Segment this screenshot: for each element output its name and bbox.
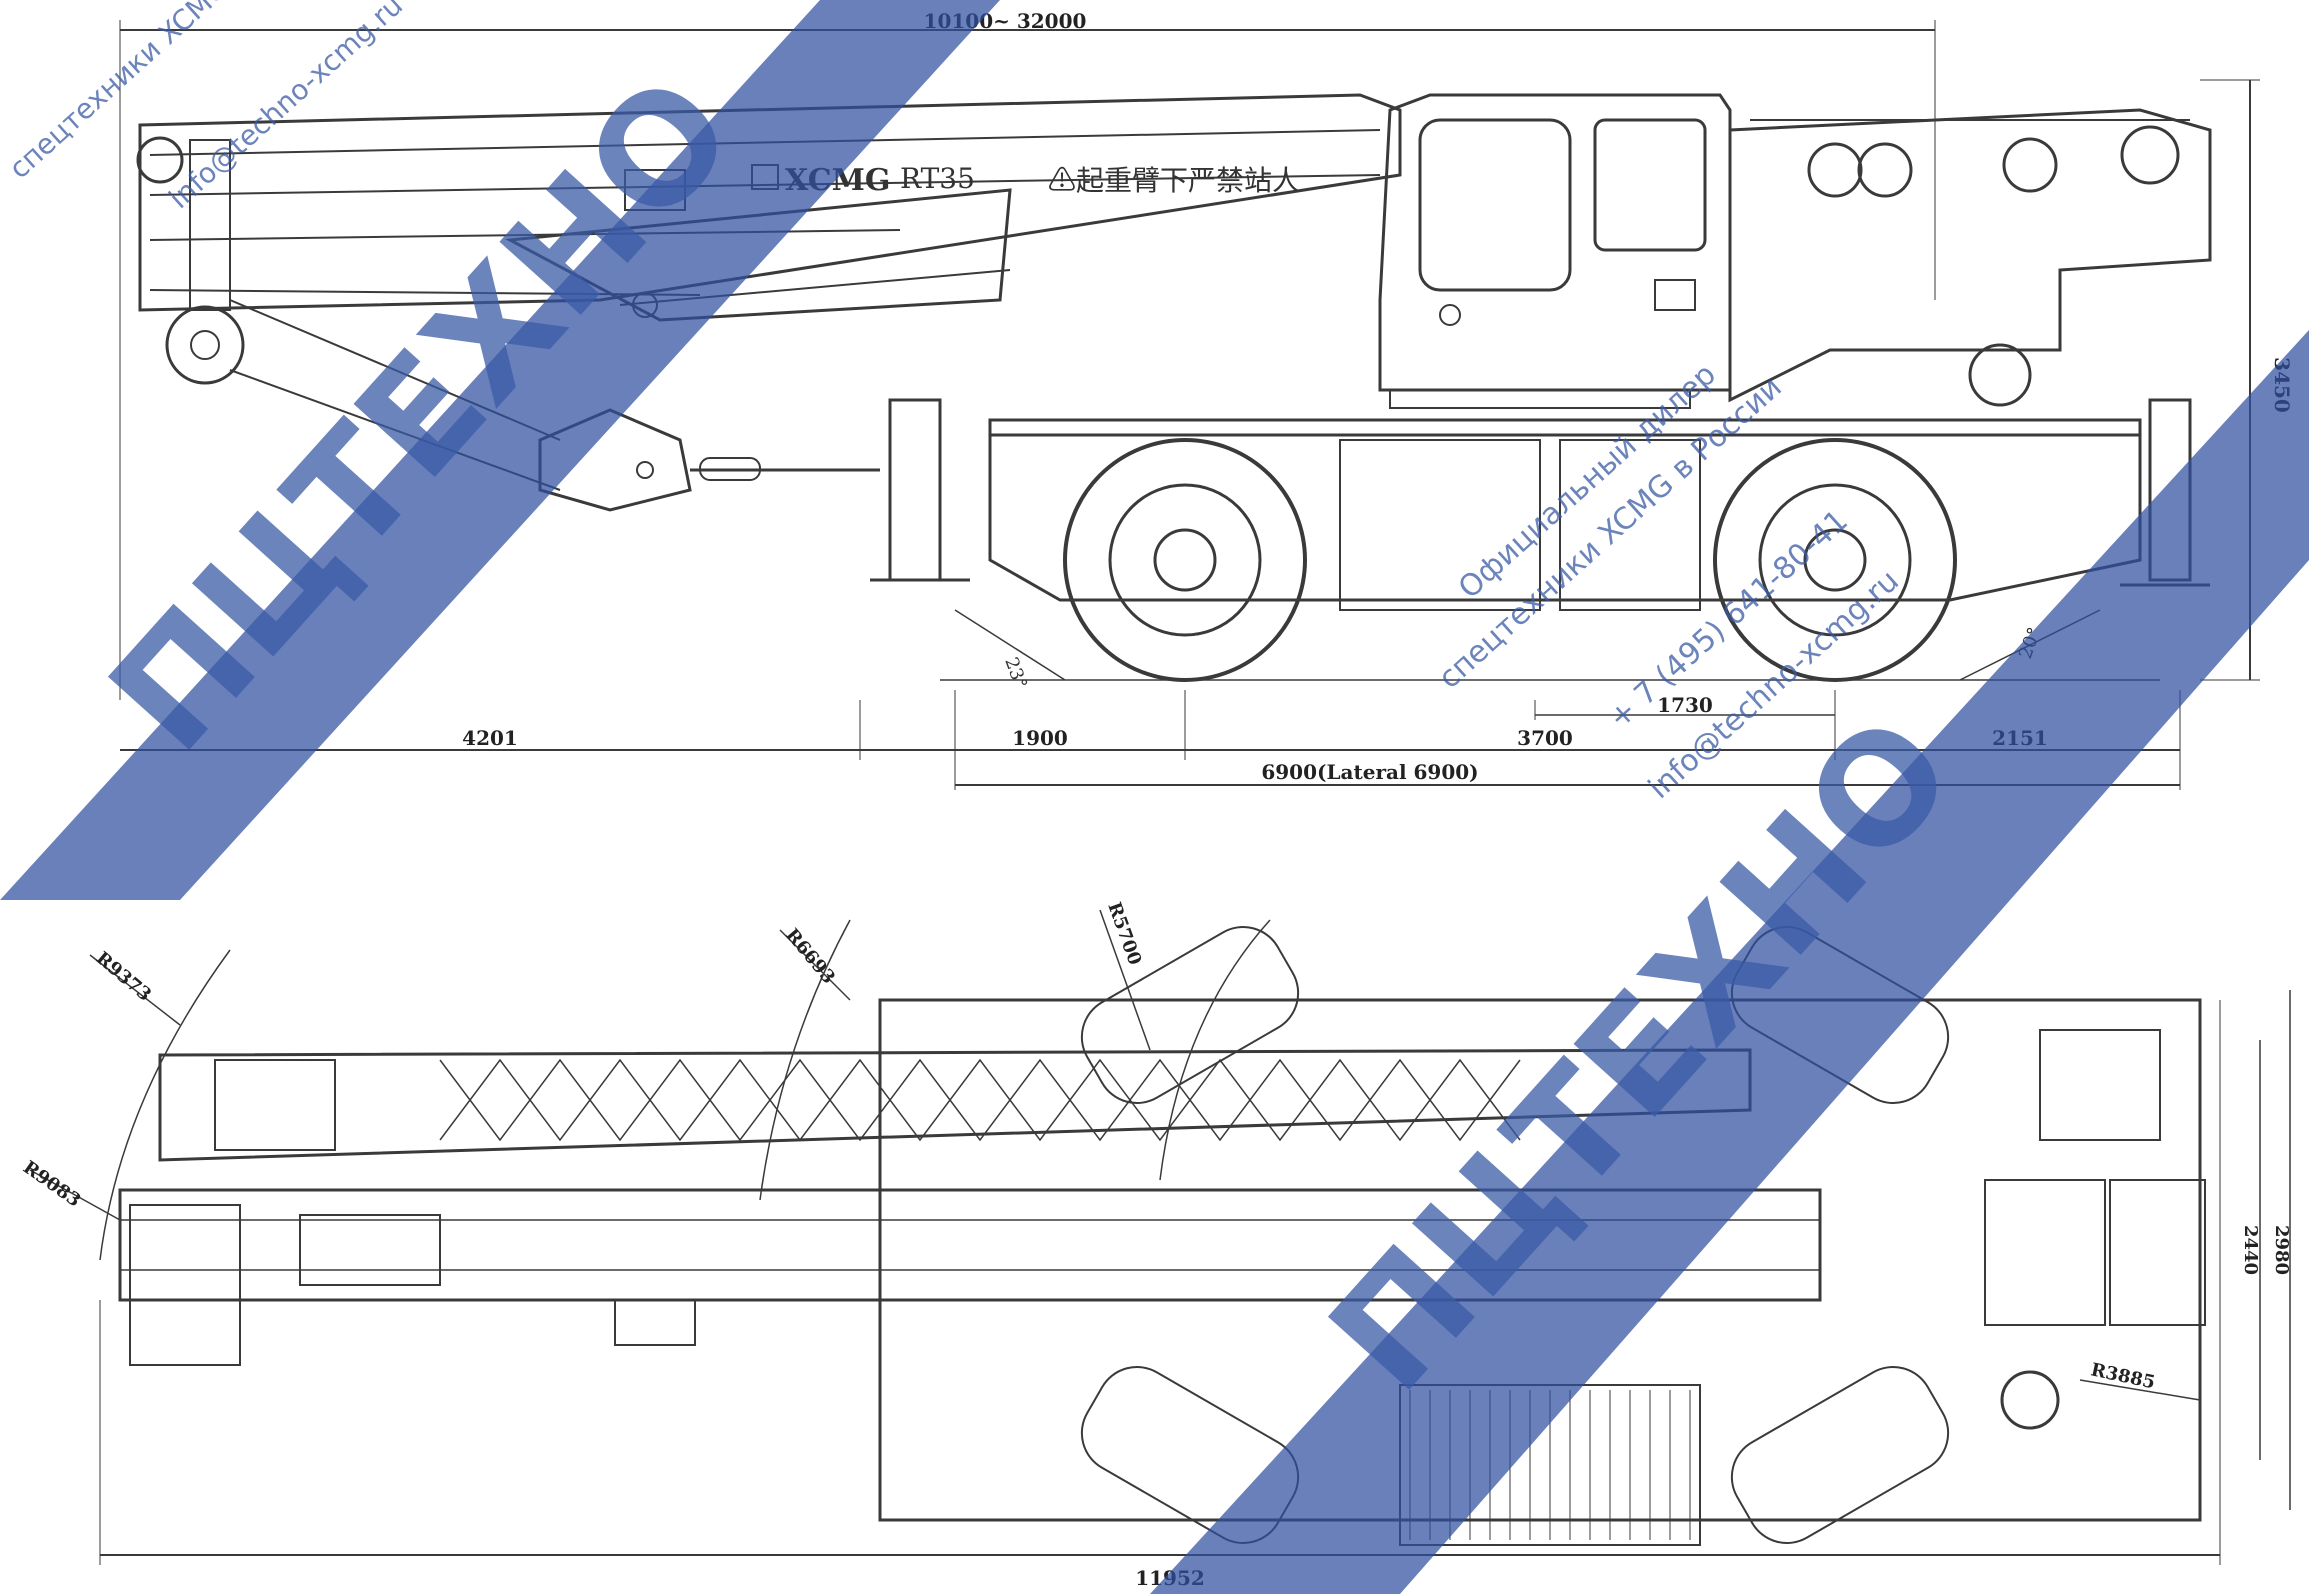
model-label: RT35 [900, 162, 975, 195]
front-overhang-dimension: 4201 [462, 726, 518, 750]
watermark-band-left [0, 0, 1000, 900]
approach-angle-label: 23° [1000, 655, 1031, 692]
front-axle-dimension: 1900 [1012, 726, 1068, 750]
outrigger-span-dimension: 6900(Lateral 6900) [1261, 760, 1478, 784]
front-outrigger [888, 398, 942, 582]
radius-r3885-label: R3885 [2089, 1359, 2157, 1393]
front-wheel [1063, 438, 1307, 682]
wheelbase-dimension: 3700 [1517, 726, 1573, 750]
top-view: R9373 R9083 R6693 R5700 R3885 [19, 900, 2292, 1590]
radius-r6693-label: R6693 [781, 925, 839, 988]
carrier-top [878, 998, 2206, 1546]
watermark-email-top: info@techno-xcmg.ru [163, 0, 410, 215]
radius-r5700-label: R5700 [1103, 900, 1145, 968]
watermark-band-right [1150, 330, 2309, 1594]
track-width-dimension: 2440 [2240, 1225, 2261, 1275]
axle-offset-dimension: 1730 [1657, 693, 1713, 717]
superstructure [1728, 108, 2212, 407]
warning-label: ⚠起重臂下严禁站人 [1048, 164, 1300, 197]
radius-r9083-label: R9083 [19, 1157, 84, 1212]
operator-cab [1378, 93, 1732, 409]
radius-r9373-label: R9373 [92, 948, 155, 1006]
overall-width-dimension: 2980 [2271, 1225, 2292, 1275]
carrier-chassis [870, 398, 2210, 611]
